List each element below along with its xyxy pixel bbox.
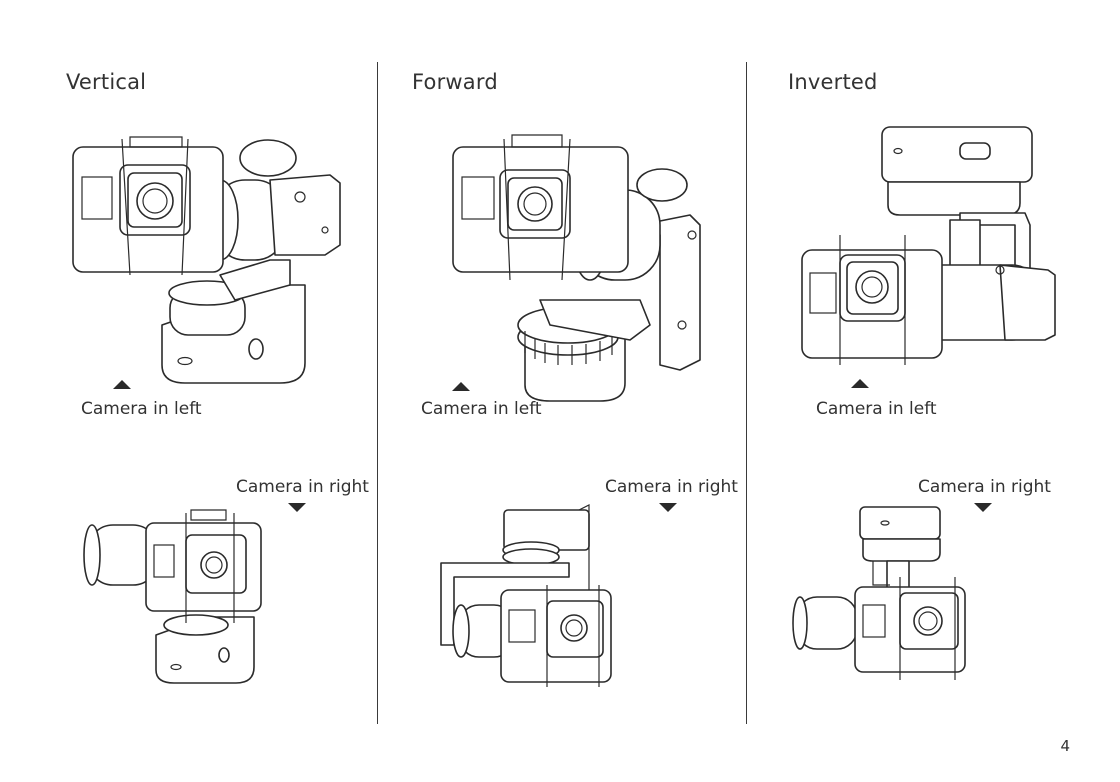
page-number: 4	[1060, 737, 1070, 755]
triangle-up-icon	[851, 379, 869, 388]
gimbal-inverted-right-illustration	[792, 505, 970, 685]
column-divider-2	[746, 62, 747, 724]
section-title-vertical: Vertical	[66, 70, 147, 94]
section-title-inverted: Inverted	[788, 70, 878, 94]
gimbal-forward-left-illustration	[450, 125, 705, 405]
column-divider-1	[377, 62, 378, 724]
caption-inverted-right: Camera in right	[918, 477, 1051, 497]
triangle-up-icon	[452, 382, 470, 391]
caption-forward-left: Camera in left	[421, 399, 542, 419]
gimbal-forward-right-illustration	[439, 504, 614, 690]
caption-forward-right: Camera in right	[605, 477, 738, 497]
section-title-forward: Forward	[412, 70, 498, 94]
gimbal-inverted-left-illustration	[800, 125, 1056, 375]
triangle-down-icon	[288, 503, 306, 512]
caption-vertical-right: Camera in right	[236, 477, 369, 497]
caption-vertical-left: Camera in left	[81, 399, 202, 419]
gimbal-vertical-right-illustration	[83, 505, 266, 685]
gimbal-vertical-left-illustration	[70, 125, 350, 387]
triangle-down-icon	[659, 503, 677, 512]
triangle-up-icon	[113, 380, 131, 389]
caption-inverted-left: Camera in left	[816, 399, 937, 419]
triangle-down-icon	[974, 503, 992, 512]
